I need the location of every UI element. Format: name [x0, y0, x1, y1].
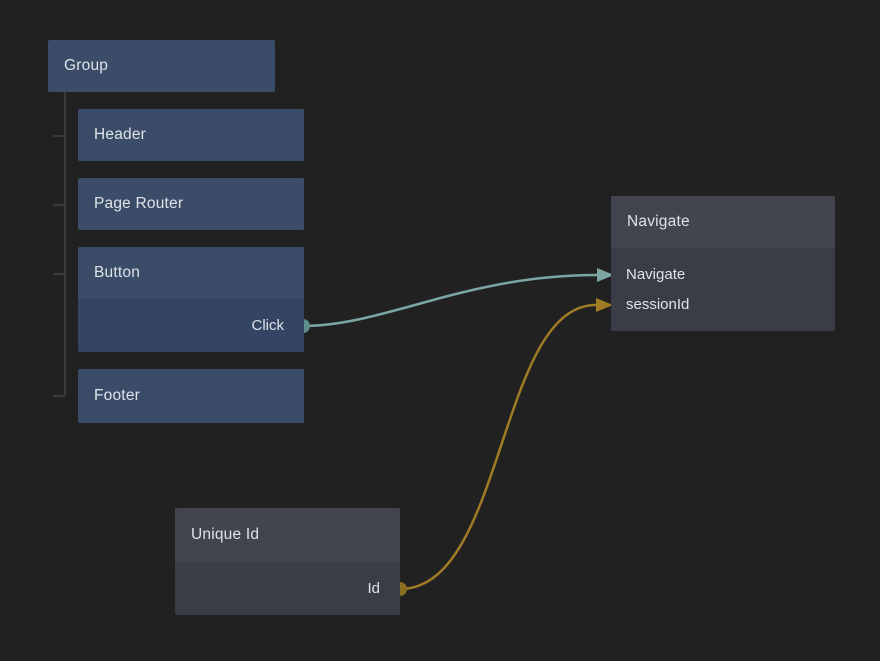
navigate-input-sessionid[interactable]: sessionId [626, 295, 690, 313]
signal-arrowhead-icon [597, 268, 614, 282]
connection-id-to-sessionid[interactable] [393, 298, 613, 596]
data-wire[interactable] [399, 303, 597, 591]
unique-id-output-id[interactable]: Id [367, 580, 380, 597]
node-button[interactable]: Button Click [78, 247, 304, 352]
connection-click-to-navigate[interactable] [296, 268, 614, 333]
node-footer[interactable]: Footer [78, 369, 304, 423]
navigate-input-navigate[interactable]: Navigate [626, 265, 686, 283]
node-button-title: Button [78, 247, 304, 299]
node-footer-title: Footer [78, 369, 304, 423]
button-output-click[interactable]: Click [251, 317, 285, 334]
node-group[interactable]: Group [48, 40, 275, 92]
node-navigate[interactable]: Navigate Navigate sessionId [611, 196, 835, 331]
signal-wire[interactable] [302, 273, 598, 328]
node-navigate-title: Navigate [611, 196, 835, 248]
node-page-router[interactable]: Page Router [78, 178, 304, 230]
node-group-title: Group [48, 40, 275, 92]
data-arrowhead-icon [596, 298, 613, 312]
node-header[interactable]: Header [78, 109, 304, 161]
node-unique-id-title: Unique Id [175, 508, 400, 562]
node-page-router-title: Page Router [78, 178, 304, 230]
hierarchy-connector-lines [53, 92, 66, 397]
node-unique-id[interactable]: Unique Id Id [175, 508, 400, 615]
node-header-title: Header [78, 109, 304, 161]
